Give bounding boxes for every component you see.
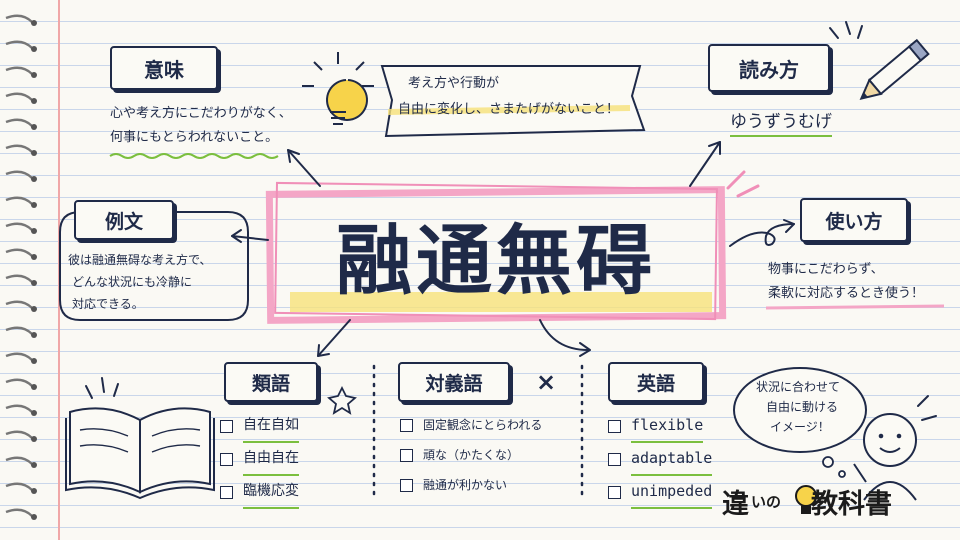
list-item: unimpeded [608, 476, 713, 509]
arrow-to-synonyms [317, 319, 351, 357]
meaning-line2: 何事にもとらわれないこと。 [110, 130, 279, 145]
checkbox-icon [608, 453, 621, 466]
antonyms-heading: 対義語 [398, 362, 510, 402]
antonyms-list: 固定観念にとらわれる 頑な（かたくな） 融通が利かない [400, 410, 542, 500]
arrow-to-english [539, 319, 589, 351]
checkbox-icon [400, 418, 413, 432]
synonyms-heading: 類語 [224, 362, 318, 402]
reading-value: ゆうずうむげ [730, 110, 832, 137]
usage-line1: 物事にこだわらず、 [768, 262, 884, 277]
bubble-line1: 状況に合わせて [756, 380, 841, 394]
checkbox-icon [400, 478, 413, 492]
spiral-binding [5, 14, 37, 520]
list-item: 自在自如 [220, 410, 299, 443]
example-line3: 対応できる。 [72, 297, 144, 311]
banner-line2: 自由に変化し、さまたげがないこと！ [398, 102, 620, 117]
example-line1: 彼は融通無碍な考え方で、 [68, 253, 212, 267]
cross-mark-icon: × [536, 368, 557, 396]
checkbox-icon [400, 448, 413, 462]
reading-heading: 読み方 [708, 44, 830, 92]
list-item: flexible [608, 410, 712, 443]
synonyms-list: 自在自如 自由自在 臨機応変 [220, 410, 299, 509]
checkbox-icon [220, 453, 233, 466]
english-heading: 英語 [608, 362, 704, 402]
list-item: 融通が利かない [400, 470, 542, 500]
arrow-to-meaning [287, 149, 321, 187]
book-icon [65, 407, 215, 500]
example-line2: どんな状況にも冷静に [72, 275, 193, 289]
usage-line2: 柔軟に対応するとき使う！ [768, 286, 925, 301]
bubble-line3: イメージ！ [770, 420, 830, 434]
list-item: 固定観念にとらわれる [400, 410, 542, 440]
margin-line [58, 0, 60, 540]
bubble-line2: 自由に動ける [766, 400, 839, 414]
checkbox-icon [220, 486, 233, 499]
site-logo: 違いの教科書 [722, 489, 893, 520]
meaning-line1: 心や考え方にこだわりがなく、 [110, 106, 292, 121]
english-list: flexible adaptable unimpeded [608, 410, 713, 509]
pencil-icon [859, 38, 930, 100]
arrow-to-example [231, 235, 269, 241]
usage-heading: 使い方 [800, 198, 908, 242]
main-title: 融通無碍 [336, 216, 656, 305]
checkbox-icon [220, 420, 233, 433]
list-item: 頑な（かたくな） [400, 440, 542, 470]
arrow-to-usage [729, 223, 795, 247]
checkbox-icon [608, 420, 621, 433]
banner-line1: 考え方や行動が [408, 76, 500, 91]
star-icon [327, 385, 357, 415]
checkbox-icon [608, 486, 621, 499]
example-heading: 例文 [74, 200, 174, 240]
meaning-heading: 意味 [110, 46, 218, 90]
list-item: 臨機応変 [220, 476, 299, 509]
lightbulb-icon [302, 52, 374, 125]
arrow-to-reading [689, 141, 721, 187]
list-item: 自由自在 [220, 443, 299, 476]
list-item: adaptable [608, 443, 713, 476]
